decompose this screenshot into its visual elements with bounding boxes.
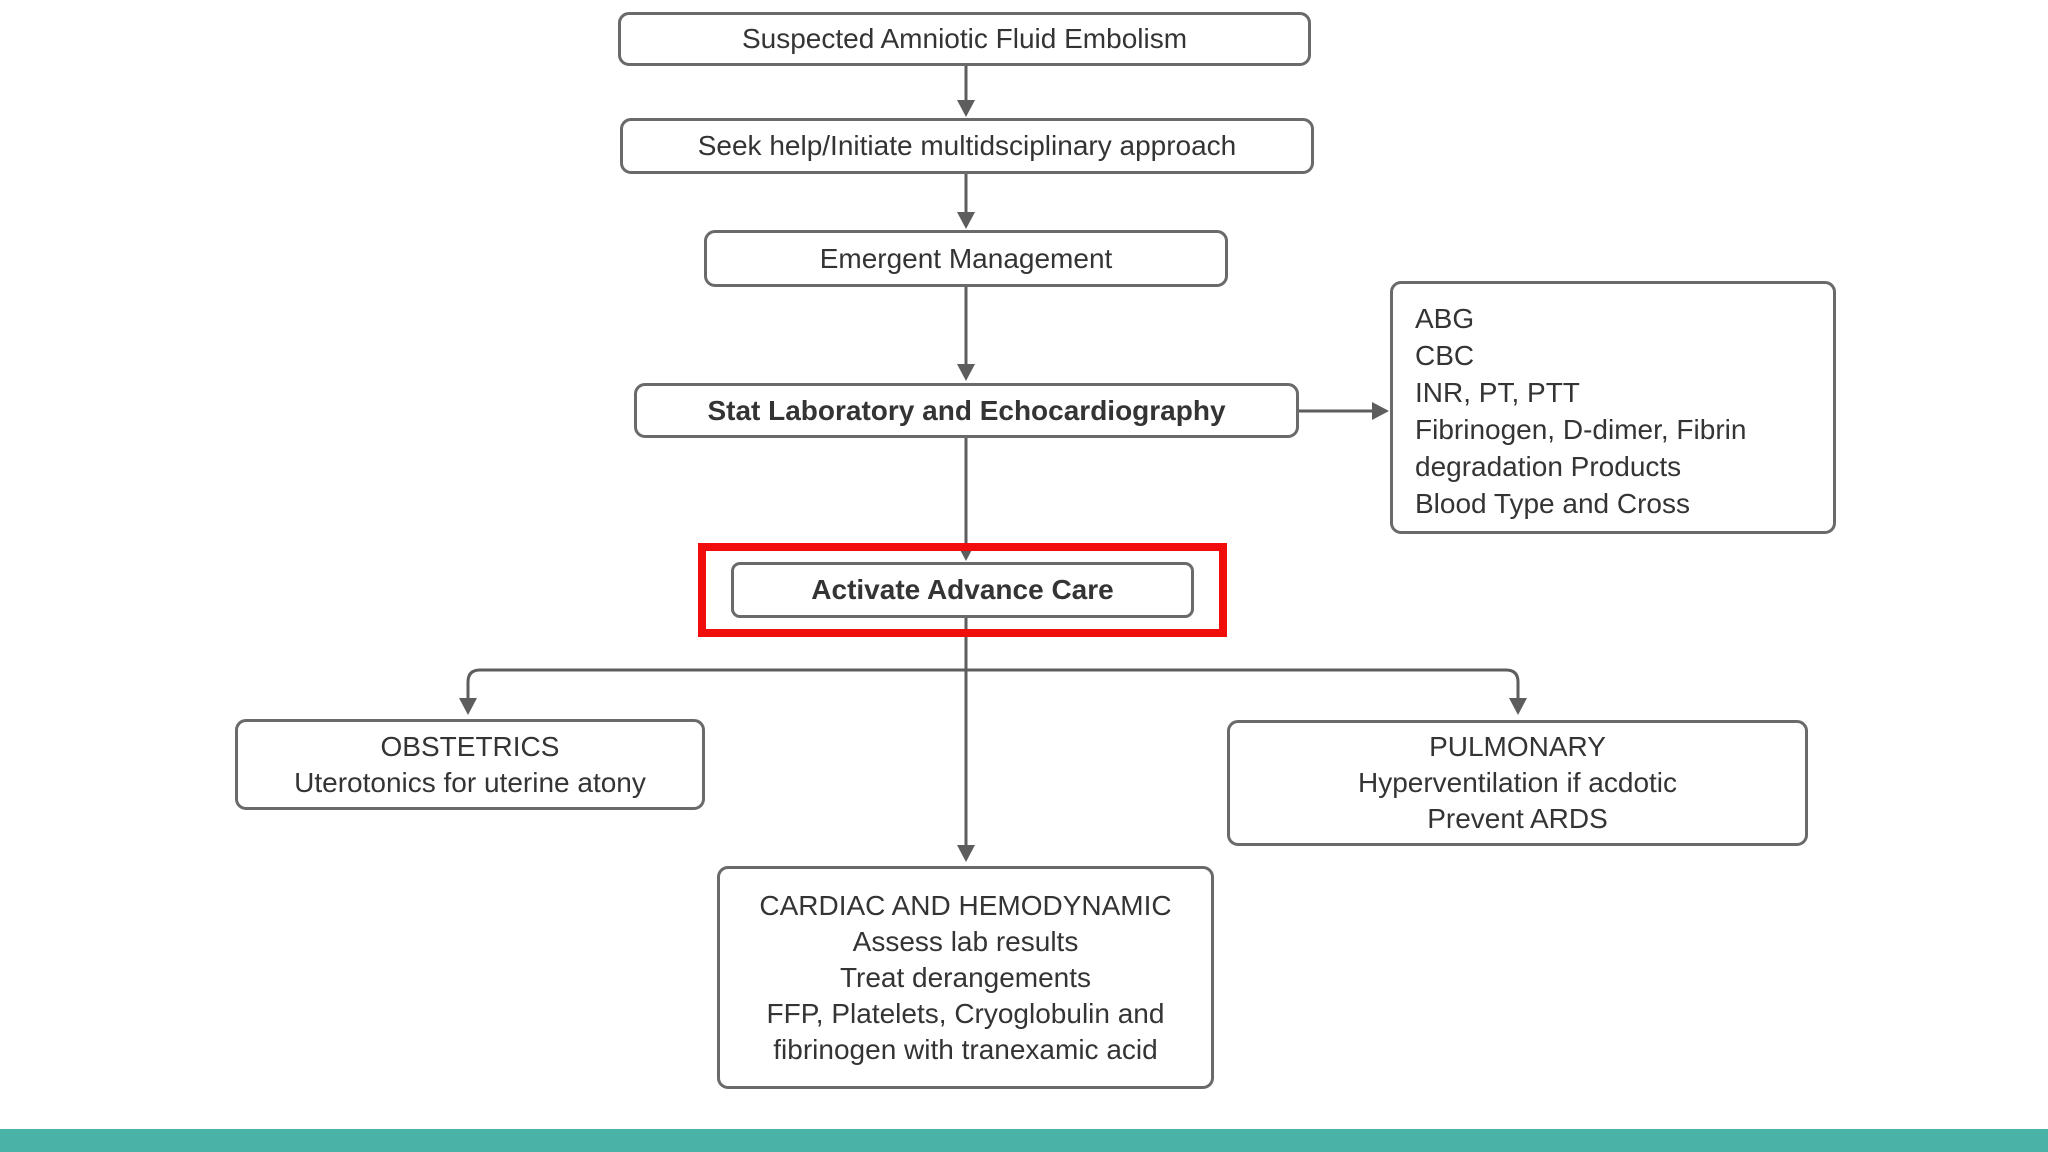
connector-branch-rail bbox=[466, 668, 1520, 700]
node-emergent-management: Emergent Management bbox=[704, 230, 1228, 287]
node-label: Suspected Amniotic Fluid Embolism bbox=[741, 23, 1188, 54]
arrow-down-icon bbox=[957, 212, 975, 229]
node-cardiac-hemodynamic: CARDIAC AND HEMODYNAMIC Assess lab resul… bbox=[717, 866, 1214, 1089]
arrow-right-icon bbox=[1372, 402, 1389, 420]
lab-item: ABG bbox=[1415, 303, 1475, 334]
arrow-down-icon bbox=[957, 100, 975, 117]
node-label: Stat Laboratory and Echocardiography bbox=[707, 394, 1226, 426]
node-stat-laboratory: Stat Laboratory and Echocardiography bbox=[634, 383, 1299, 438]
arrow-down-icon bbox=[459, 698, 477, 715]
node-activate-advance-care: Activate Advance Care bbox=[731, 562, 1194, 618]
lab-item: INR, PT, PTT bbox=[1415, 377, 1580, 408]
node-title: PULMONARY bbox=[1429, 731, 1606, 762]
lab-item: Fibrinogen, D-dimer, Fibrin degradation … bbox=[1415, 414, 1747, 482]
arrow-down-icon bbox=[957, 845, 975, 862]
node-obstetrics: OBSTETRICS Uterotonics for uterine atony bbox=[235, 719, 705, 810]
node-label: Activate Advance Care bbox=[811, 574, 1114, 605]
node-lab-tests: ABG CBC INR, PT, PTT Fibrinogen, D-dimer… bbox=[1390, 281, 1836, 534]
arrow-down-icon bbox=[957, 364, 975, 381]
node-text: Uterotonics for uterine atony bbox=[294, 766, 646, 798]
bottom-accent-bar bbox=[0, 1129, 2048, 1152]
node-text: Assess lab results bbox=[852, 925, 1079, 957]
lab-item: CBC bbox=[1415, 340, 1475, 371]
arrow-down-icon bbox=[1509, 698, 1527, 715]
node-seek-help: Seek help/Initiate multidsciplinary appr… bbox=[620, 118, 1314, 174]
node-text: Treat derangements bbox=[839, 961, 1092, 993]
highlight-red-box bbox=[698, 543, 1227, 637]
node-pulmonary: PULMONARY Hyperventilation if acdotic Pr… bbox=[1227, 720, 1808, 846]
node-suspected-afe: Suspected Amniotic Fluid Embolism bbox=[618, 12, 1311, 66]
node-label: Emergent Management bbox=[819, 242, 1113, 274]
node-text: Prevent ARDS bbox=[1427, 803, 1608, 834]
node-text: FFP, Platelets, Cryoglobulin and fibrino… bbox=[766, 997, 1165, 1065]
node-label: Seek help/Initiate multidsciplinary appr… bbox=[697, 130, 1237, 161]
node-text: Hyperventilation if acdotic bbox=[1357, 767, 1678, 798]
node-title: OBSTETRICS bbox=[380, 730, 560, 762]
lab-item: Blood Type and Cross bbox=[1415, 488, 1690, 519]
node-title: CARDIAC AND HEMODYNAMIC bbox=[759, 889, 1172, 921]
